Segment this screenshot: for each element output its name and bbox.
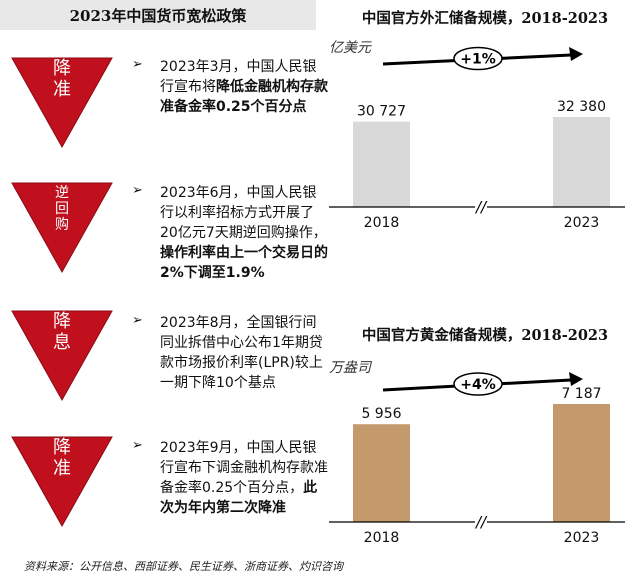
- bullet-arrow-icon: ➢: [132, 313, 143, 328]
- policy-triangle-icon: [11, 182, 113, 274]
- policy-tag-line: 准: [53, 78, 71, 100]
- policy-tag-line: 降: [53, 311, 71, 332]
- category-label: 2018: [364, 215, 400, 231]
- axis-break-mark: //: [474, 513, 488, 531]
- bar-value-label: 7 187: [561, 386, 601, 402]
- fx-reserve-chart: 亿美元 30 727 2018 32 380 2023 // +1%: [329, 40, 625, 231]
- policy-tag-line: 购: [55, 217, 69, 234]
- policy-text-normal: 2023年3月，中国人民银行宣布将: [160, 59, 317, 95]
- bar-value-label: 30 727: [357, 104, 406, 120]
- bar: [353, 121, 410, 207]
- policy-text: 2023年3月，中国人民银行宣布将降低金融机构存款准备金率0.25个百分点: [160, 57, 330, 117]
- policy-tag-line: 降: [53, 58, 71, 79]
- policy-tag-line: 息: [53, 331, 71, 353]
- policy-text-bold: 降低金融机构存款准备金率0.25个百分点: [160, 79, 328, 115]
- category-label: 2023: [564, 530, 600, 546]
- policy-triangle-icon: [11, 57, 113, 149]
- policy-tag: 降准: [10, 437, 114, 479]
- category-label: 2018: [364, 530, 400, 546]
- growth-badge: [453, 372, 503, 396]
- category-label: 2023: [564, 215, 600, 231]
- fx-chart-title: 中国官方外汇储备规模，2018-2023: [361, 10, 609, 27]
- policy-text: 2023年6月，中国人民银行以利率招标方式开展了20亿元7天期逆回购操作， 操作利…: [160, 183, 330, 283]
- gold-reserve-chart: 万盎司 5 956 2018 7 187 2023 // +4%: [329, 360, 625, 546]
- policy-tag: 降息: [10, 311, 114, 353]
- source-note: 资料来源：公开信息、西部证券、民生证券、浙商证券、灼识咨询: [24, 560, 343, 573]
- axis-break-mark: //: [474, 198, 488, 216]
- bullet-arrow-icon: ➢: [132, 183, 143, 198]
- growth-label: +4%: [460, 377, 496, 393]
- policy-tag: 逆回购: [10, 185, 114, 233]
- policy-text-bold: 操作利率由上一个交易日的2%下调至1.9%: [160, 245, 328, 281]
- policy-tag-line: 降: [53, 437, 71, 458]
- policy-tag-line: 回: [55, 201, 69, 218]
- bar-value-label: 32 380: [557, 99, 606, 115]
- bullet-arrow-icon: ➢: [132, 57, 143, 72]
- bullet-arrow-icon: ➢: [132, 438, 143, 453]
- policy-tag-line: 准: [53, 457, 71, 479]
- policy-text-bold: 此次为年内第二次降准: [160, 480, 318, 516]
- unit-label: 亿美元: [329, 40, 372, 56]
- unit-label: 万盎司: [329, 360, 373, 376]
- left-panel-title: 2023年中国货币宽松政策: [0, 0, 316, 30]
- policy-tag-line: 逆: [55, 185, 69, 201]
- bar: [353, 424, 410, 522]
- bar-value-label: 5 956: [361, 406, 401, 422]
- bar: [553, 117, 610, 207]
- policy-text: 2023年9月，中国人民银行宣布下调金融机构存款准备金率0.25个百分点，此次为…: [160, 438, 330, 518]
- bar: [553, 404, 610, 522]
- policy-text: 2023年8月，全国银行间同业拆借中心公布1年期贷款市场报价利率(LPR)较上一…: [160, 313, 330, 393]
- policy-triangle-icon: [11, 310, 113, 402]
- policy-triangle-icon: [11, 436, 113, 528]
- growth-arrow-head-icon: [569, 372, 583, 386]
- growth-arrow-head-icon: [569, 47, 583, 61]
- gold-chart-title: 中国官方黄金储备规模，2018-2023: [361, 327, 609, 344]
- policy-tag: 降准: [10, 58, 114, 100]
- growth-label: +1%: [460, 52, 496, 68]
- policy-text-normal: 2023年6月，中国人民银行以利率招标方式开展了20亿元7天期逆回购操作，: [160, 185, 327, 241]
- policy-text-normal: 2023年9月，中国人民银行宣布下调金融机构存款准备金率0.25个百分点，: [160, 440, 328, 496]
- growth-badge: [453, 46, 503, 71]
- policy-text-normal: 2023年8月，全国银行间同业拆借中心公布1年期贷款市场报价利率(LPR)较上一…: [160, 315, 323, 391]
